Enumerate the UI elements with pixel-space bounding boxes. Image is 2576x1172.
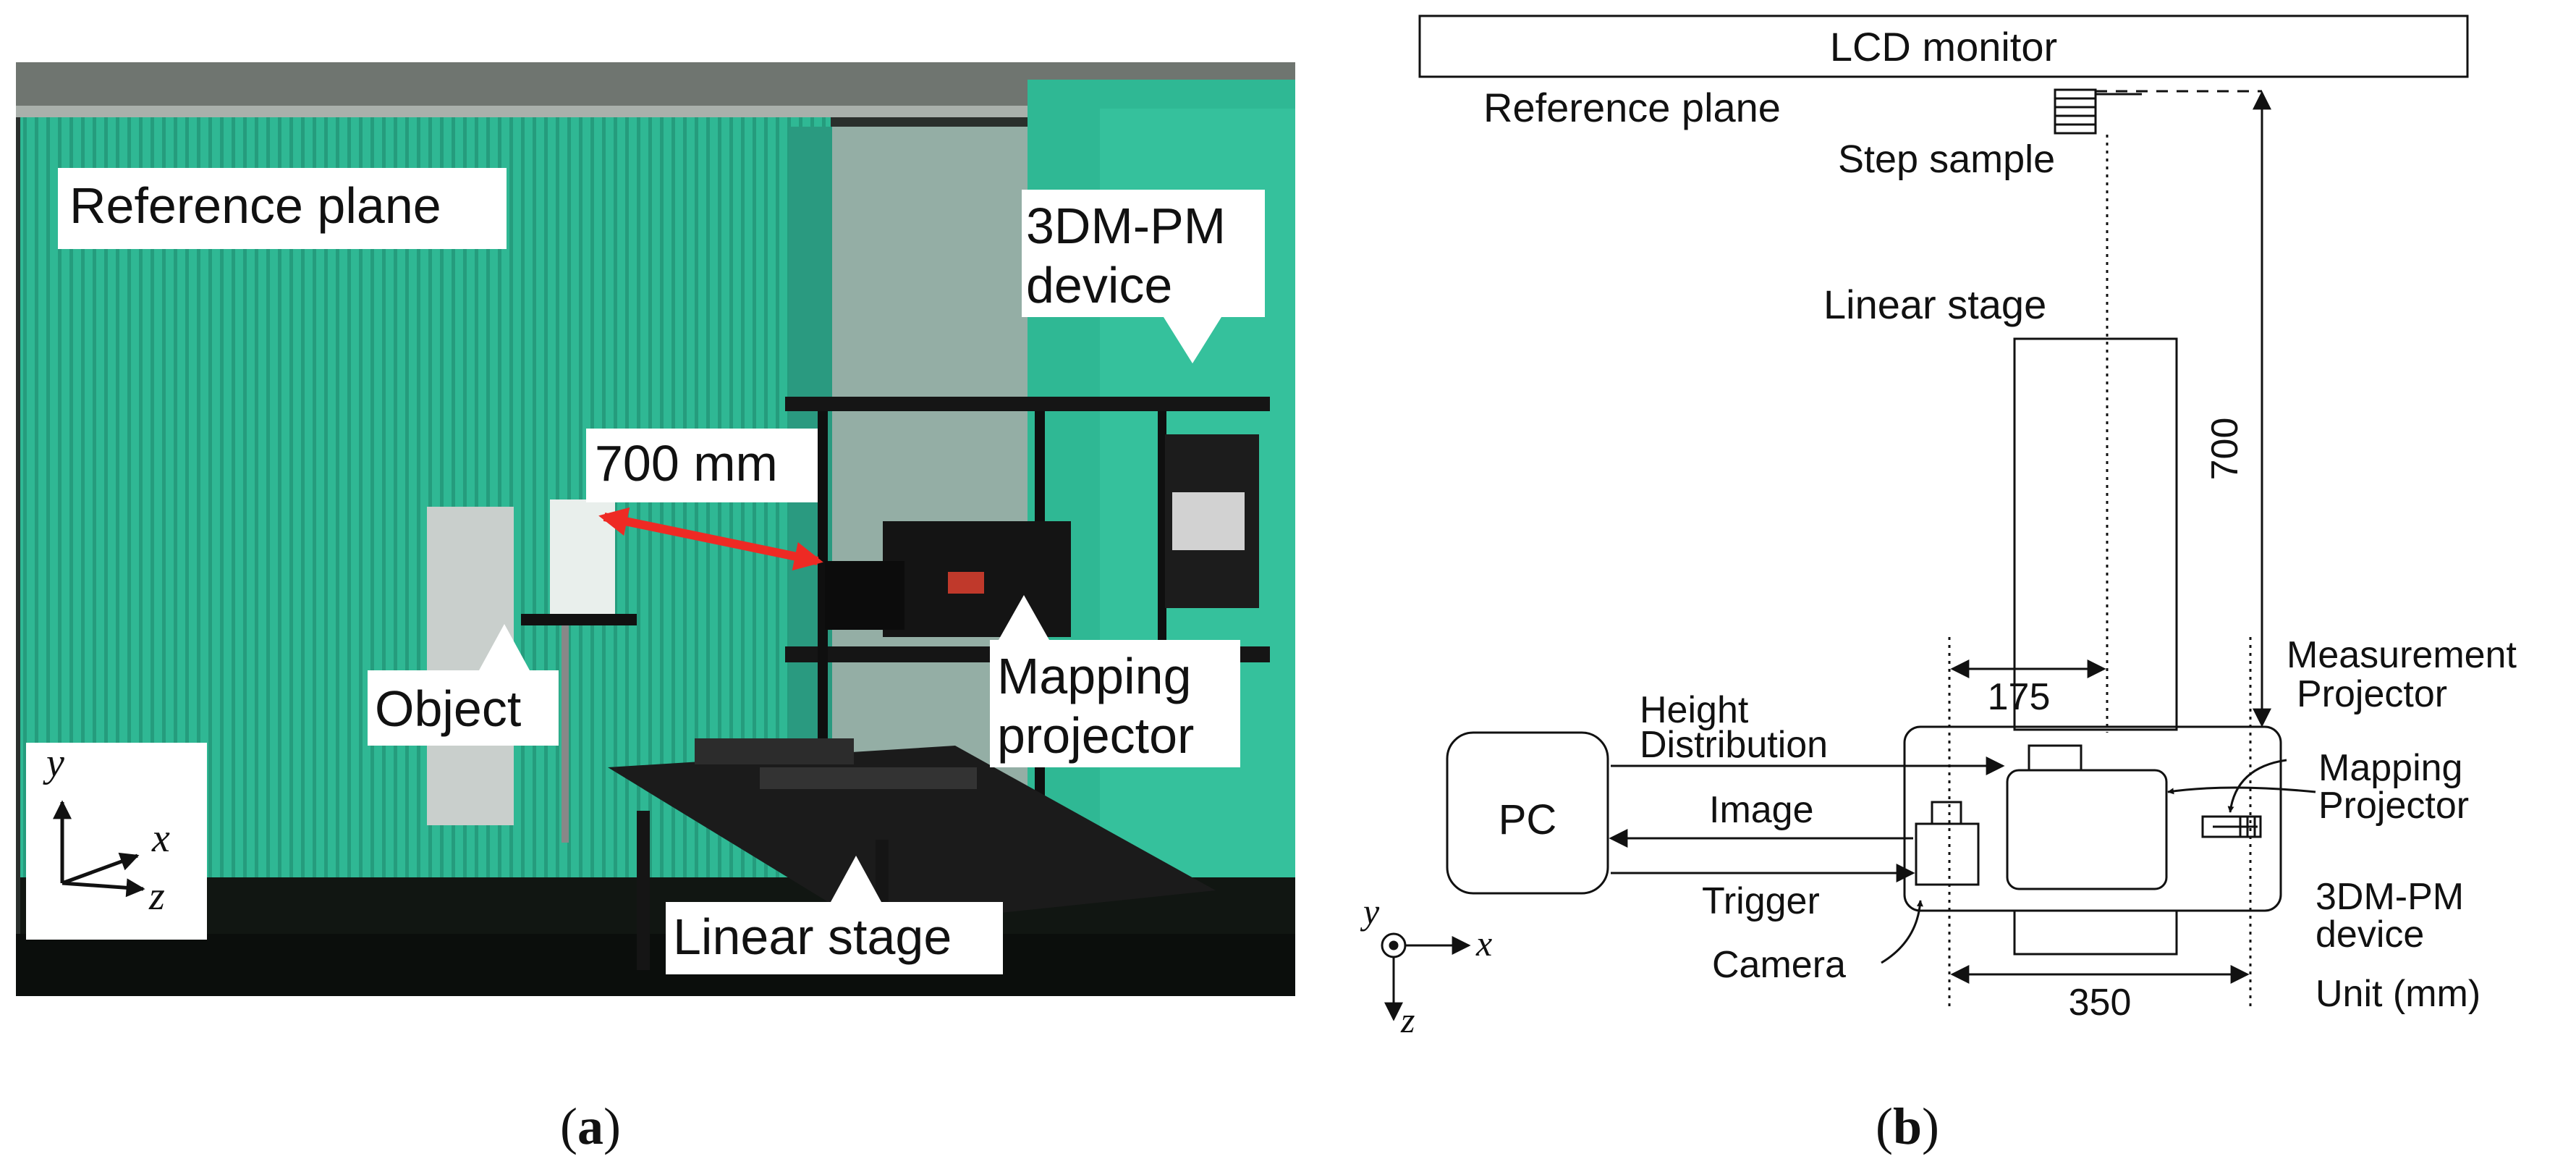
caption-b: (b): [1876, 1097, 1939, 1155]
callout-object: [368, 624, 559, 746]
linear-stage-foot: [2013, 909, 2178, 956]
lcd-monitor-box: [1418, 14, 2469, 78]
pc-box: [1446, 731, 1609, 895]
label-a-distance: 700 mm: [595, 435, 778, 492]
callout-mapping: [990, 595, 1240, 767]
label-a-mapping-line1: Mapping: [997, 648, 1192, 704]
step-sample: [2054, 88, 2097, 135]
label-b-reference-plane: Reference plane: [1483, 85, 1781, 130]
label-height-line1: Height: [1640, 689, 1749, 731]
label-unit: Unit (mm): [2316, 973, 2480, 1015]
label-b-linear-stage: Linear stage: [1823, 282, 2046, 327]
label-b-device-line1: 3DM-PM: [2316, 876, 2464, 918]
label-dim-700: 700: [2204, 418, 2246, 481]
label-pc: PC: [1499, 796, 1557, 843]
label-camera: Camera: [1712, 944, 1846, 986]
axis-b-x: x: [1475, 923, 1492, 964]
label-a-reference-plane: Reference plane: [69, 177, 441, 234]
callout-linear-stage: [666, 856, 1003, 974]
label-measurement-line2: Projector: [2297, 673, 2447, 715]
axis-b-y: y: [1360, 891, 1380, 932]
measurement-projector-box: [2201, 815, 2262, 838]
caption-a: (a): [560, 1097, 621, 1155]
axis-b-z: z: [1400, 1000, 1415, 1040]
label-b-device-line2: device: [2316, 914, 2424, 956]
distance-arrow: [598, 507, 823, 571]
label-a-mapping-line2: projector: [997, 707, 1194, 764]
label-b-mapping-line1: Mapping: [2318, 747, 2462, 789]
axis-a-z: z: [148, 874, 165, 919]
axis-inset-a: [26, 743, 207, 940]
linear-stage-rail: [2013, 337, 2178, 731]
panel-a-photo: Reference plane 3DM-PM device 700 mm Obj…: [16, 62, 1295, 996]
axis-a-y: y: [43, 741, 64, 785]
label-dim-350: 350: [2069, 982, 2132, 1024]
panel-b-diagram: [1381, 14, 2469, 1021]
label-dim-175: 175: [1988, 676, 2051, 718]
label-a-object: Object: [375, 680, 521, 737]
label-a-device-line1: 3DM-PM: [1026, 198, 1226, 254]
label-trigger: Trigger: [1702, 880, 1820, 922]
label-measurement-line1: Measurement: [2287, 634, 2517, 676]
callout-device: [1022, 190, 1265, 363]
camera-box: [1915, 822, 1980, 886]
label-image: Image: [1709, 789, 1814, 831]
axis-a-x: x: [151, 816, 170, 861]
label-height-line2: Distribution: [1640, 724, 1828, 766]
label-lcd-monitor: LCD monitor: [1830, 24, 2057, 69]
label-b-mapping-line2: Projector: [2318, 785, 2469, 827]
label-step-sample: Step sample: [1838, 138, 2055, 181]
mapping-projector-box: [2006, 769, 2168, 890]
label-a-linear-stage: Linear stage: [673, 908, 952, 965]
panel-b-labels: LCD monitor Reference plane Step sample …: [1360, 24, 2517, 1040]
device-outline: [1903, 725, 2282, 912]
label-a-device-line2: device: [1026, 257, 1172, 313]
